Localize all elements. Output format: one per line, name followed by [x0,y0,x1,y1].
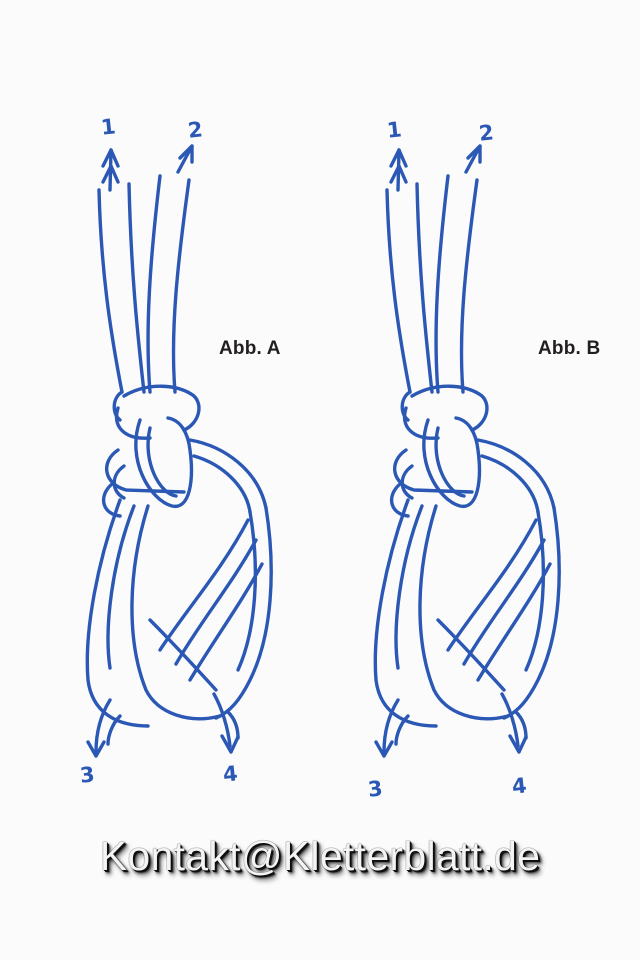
figure-a-strand-2-label: 2 [186,117,204,143]
figure-b-strand-3-label: 3 [366,776,384,802]
figure-a-knot [85,144,273,758]
figure-a-label: Abb. A [219,338,281,359]
figure-b-strand-4-label: 4 [510,773,528,799]
figure-a-strand-3-label: 3 [78,762,96,788]
figure-a-strand-1-label: 1 [99,114,117,140]
figure-b-label: Abb. B [538,338,601,359]
figure-b-strand-2-label: 2 [477,120,495,146]
figure-a-strand-4-label: 4 [221,761,239,787]
figure-b-strand-1-label: 1 [385,117,403,143]
contact-email-text: Kontakt@Kletterblatt.de [99,833,541,879]
figure-b-knot [373,144,561,758]
